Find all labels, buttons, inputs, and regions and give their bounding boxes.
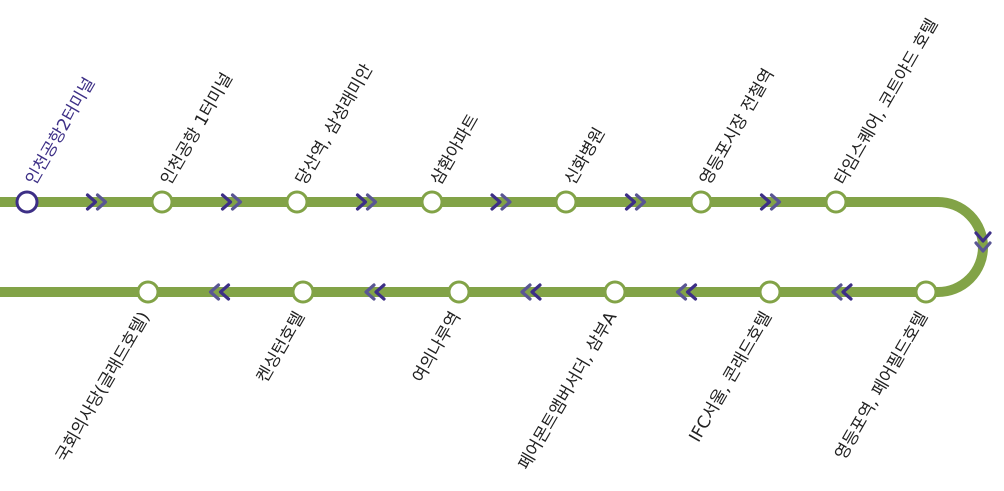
stop-label: 영등포역, 페어필드호텔: [831, 309, 932, 464]
stop-marker: [291, 280, 315, 304]
stop-marker: [554, 190, 578, 214]
stop-label: 인천공항 1터미널: [157, 70, 237, 189]
stop-label: 영등포시장 전철역: [696, 65, 779, 188]
direction-arrows: [85, 193, 992, 301]
stop-label: 삼환아파트: [427, 111, 483, 189]
stop-label: 신화병원: [561, 124, 610, 188]
route-line: [0, 197, 988, 297]
current-stop-marker: [15, 190, 39, 214]
stop-marker: [758, 280, 782, 304]
stop-marker: [150, 190, 174, 214]
stop-marker: [689, 190, 713, 214]
direction-arrow-icon: [520, 283, 542, 301]
stop-marker: [914, 280, 938, 304]
direction-arrow-icon: [759, 193, 782, 211]
stop-label: IFC서울, 콘래드호텔: [686, 309, 777, 446]
stop-label: 여의나루역: [409, 309, 465, 387]
stop-label: 당산역, 삼성래미안: [292, 60, 377, 188]
stop-label: 인천공항2터미널: [22, 74, 99, 188]
direction-arrow-icon: [208, 283, 231, 301]
direction-arrow-icon: [355, 193, 378, 211]
stop-marker: [420, 190, 444, 214]
direction-arrow-icon: [490, 193, 512, 211]
stop-marker: [824, 190, 848, 214]
direction-arrow-icon: [85, 193, 108, 211]
stop-label: 페어몬트앰버서더, 삼부A: [515, 308, 622, 473]
stop-marker: [285, 190, 309, 214]
direction-arrow-icon: [831, 283, 853, 301]
direction-arrow-icon: [364, 283, 386, 301]
direction-arrow-icon: [675, 283, 698, 301]
stop-label: 국회의사당(글래드호텔): [52, 309, 154, 466]
stop-labels-group: 인천공항2터미널 인천공항 1터미널 당산역, 삼성래미안 삼환아파트 신화병원 영등포시…: [22, 15, 942, 473]
direction-arrow-down-icon: [974, 231, 992, 253]
stop-label: 타임스퀘어, 코트야드 호텔: [831, 15, 942, 188]
stop-marker: [603, 280, 627, 304]
stop-marker: [136, 280, 160, 304]
direction-arrow-icon: [624, 193, 647, 211]
stop-marker: [447, 280, 471, 304]
direction-arrow-icon: [220, 193, 243, 211]
stop-label: 켄싱턴호텔: [253, 309, 309, 387]
stops-group: [15, 190, 938, 304]
